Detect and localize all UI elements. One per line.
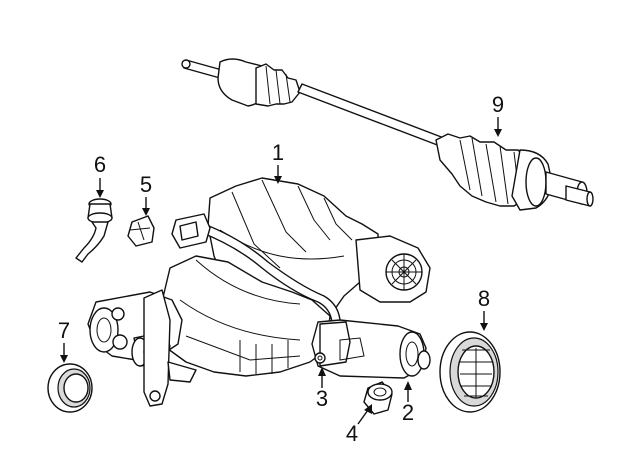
seal-ring-part bbox=[47, 363, 93, 413]
callout-7: 7 bbox=[58, 318, 70, 363]
callout-label-4: 4 bbox=[346, 421, 358, 446]
axle-shaft-part bbox=[181, 58, 594, 211]
callout-9: 9 bbox=[492, 92, 504, 137]
differential-housing-part bbox=[87, 177, 431, 407]
clip-part bbox=[127, 215, 155, 247]
callout-label-7: 7 bbox=[58, 318, 70, 343]
callout-3: 3 bbox=[316, 367, 328, 411]
callout-label-2: 2 bbox=[402, 400, 414, 425]
callout-label-9: 9 bbox=[492, 92, 504, 117]
callout-1: 1 bbox=[272, 140, 284, 184]
callout-8: 8 bbox=[478, 286, 490, 331]
callout-5: 5 bbox=[140, 172, 152, 216]
large-seal-part bbox=[439, 331, 501, 413]
callout-label-1: 1 bbox=[272, 140, 284, 165]
vent-hose-part bbox=[75, 198, 113, 263]
callout-6: 6 bbox=[94, 152, 106, 198]
actuator-motor-part bbox=[311, 319, 431, 379]
motor-bolt-part bbox=[314, 352, 326, 364]
callout-label-5: 5 bbox=[140, 172, 152, 197]
callout-4: 4 bbox=[346, 404, 372, 446]
callout-2: 2 bbox=[402, 381, 414, 425]
callout-label-6: 6 bbox=[94, 152, 106, 177]
callout-label-8: 8 bbox=[478, 286, 490, 311]
callout-label-3: 3 bbox=[316, 386, 328, 411]
